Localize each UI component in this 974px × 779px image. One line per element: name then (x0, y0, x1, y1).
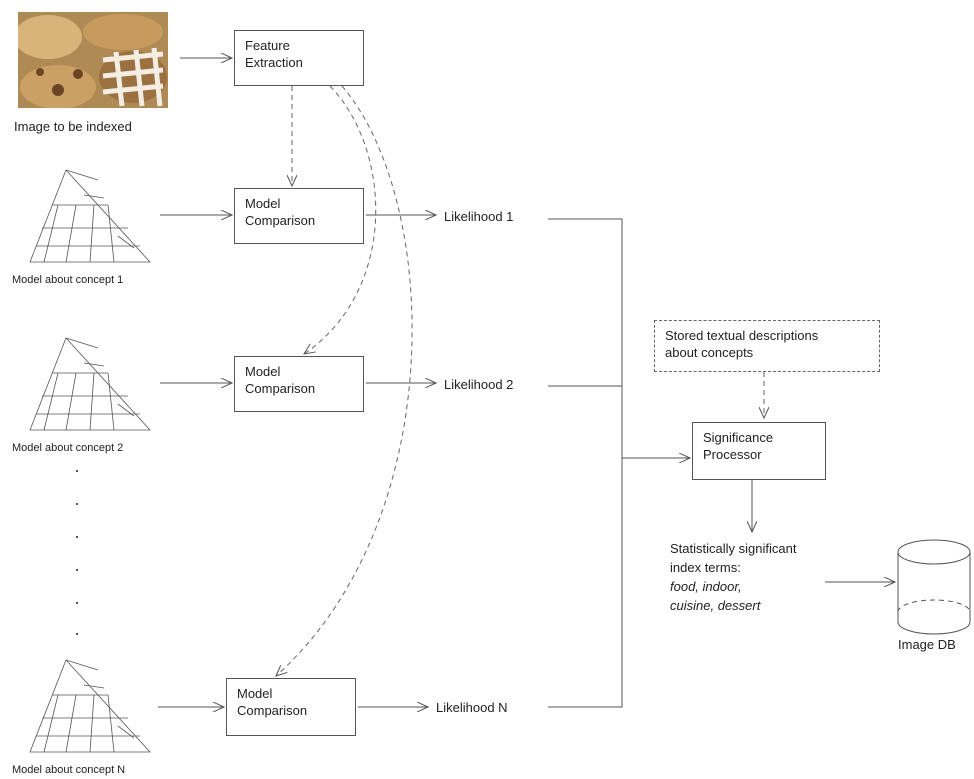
model-comparison-box-2: Model Comparison (234, 356, 364, 412)
feature-extraction-line2: Extraction (245, 55, 303, 70)
output-line1: Statistically significant (670, 541, 797, 556)
stored-descriptions-box: Stored textual descriptions about concep… (654, 320, 880, 372)
dashed-arrow-to-comparison2 (304, 85, 377, 354)
model-caption-N: Model about concept N (12, 764, 126, 776)
ellipsis-dot (76, 602, 78, 604)
model-comparison-line2: Comparison (237, 703, 308, 718)
ellipsis-dot (76, 536, 78, 538)
output-terms-line2: cuisine, dessert (670, 598, 761, 613)
model-comparison-box-1: Model Comparison (234, 188, 364, 244)
dashed-arrow-to-comparisonN (276, 85, 413, 676)
image-caption: Image to be indexed (14, 119, 132, 134)
output-line2: index terms: (670, 560, 741, 575)
likelihood-2: Likelihood 2 (444, 377, 514, 392)
stored-descriptions-line1: Stored textual descriptions (665, 328, 819, 343)
likelihood-merge-line (548, 218, 623, 708)
model-comparison-line1: Model (237, 686, 273, 701)
model-pyramid-1 (29, 169, 151, 263)
model-caption-1: Model about concept 1 (12, 274, 124, 286)
stored-descriptions-line2: about concepts (665, 345, 754, 360)
feature-extraction-box: Feature Extraction (234, 30, 364, 86)
ellipsis-dot (76, 633, 78, 635)
model-pyramid-2 (29, 337, 151, 431)
input-image (18, 12, 168, 108)
database-icon (897, 539, 971, 635)
model-caption-2: Model about concept 2 (12, 442, 124, 454)
model-comparison-line1: Model (245, 196, 281, 211)
model-comparison-line2: Comparison (245, 381, 316, 396)
likelihood-N: Likelihood N (436, 700, 508, 715)
ellipsis-dot (76, 470, 78, 472)
ellipsis-dot (76, 569, 78, 571)
significance-processor-line1: Significance (703, 430, 774, 445)
significance-processor-box: Significance Processor (692, 422, 826, 480)
ellipsis-dot (76, 503, 78, 505)
model-pyramid-N (29, 659, 151, 753)
model-comparison-box-N: Model Comparison (226, 678, 356, 736)
model-comparison-line2: Comparison (245, 213, 316, 228)
output-terms-line1: food, indoor, (670, 579, 742, 594)
significance-processor-line2: Processor (703, 447, 762, 462)
likelihood-1: Likelihood 1 (444, 209, 514, 224)
db-label: Image DB (898, 637, 956, 652)
model-comparison-line1: Model (245, 364, 281, 379)
feature-extraction-line1: Feature (245, 38, 290, 53)
